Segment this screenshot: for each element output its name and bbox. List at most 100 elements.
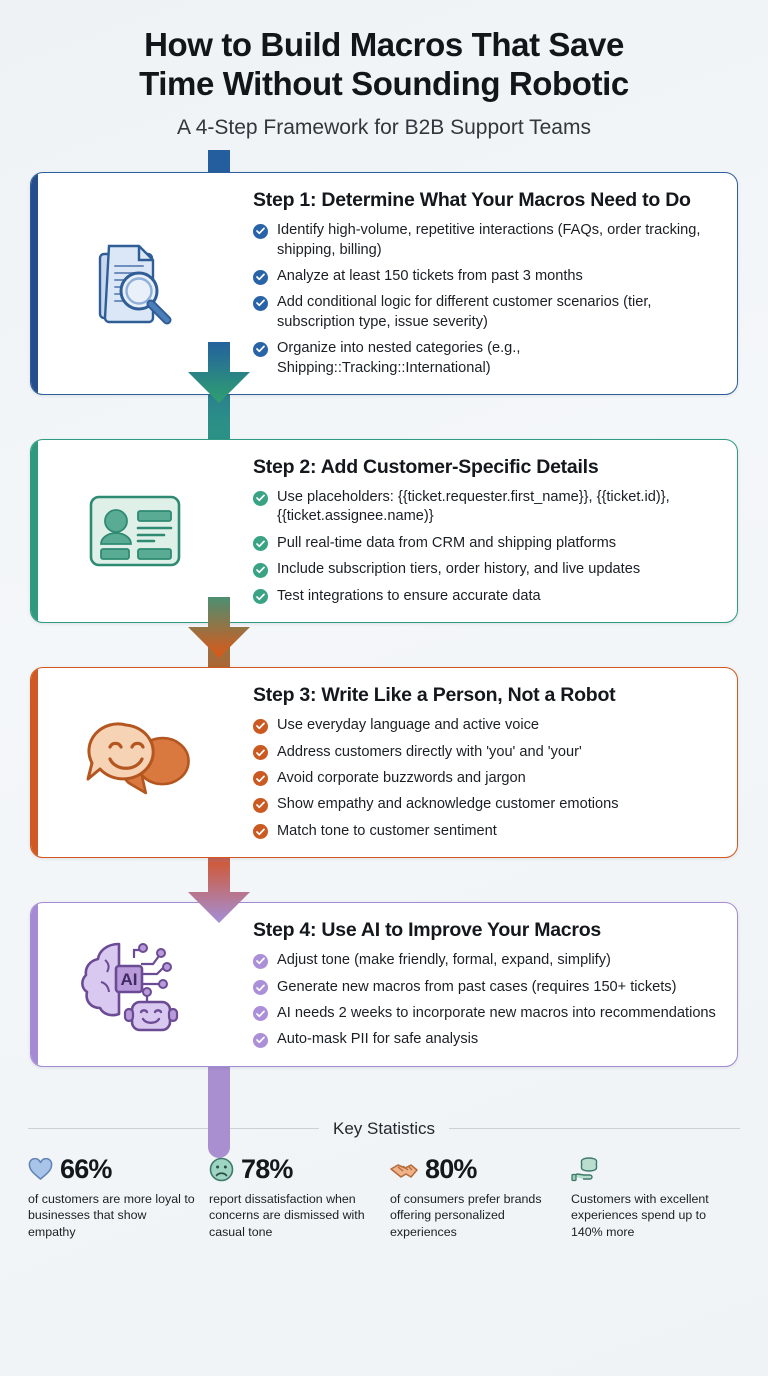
stat-value-row: 78%: [209, 1153, 378, 1187]
check-icon: [253, 269, 268, 285]
check-icon: [253, 490, 268, 506]
stat-item-spending: Customers with excellent experiences spe…: [571, 1153, 740, 1241]
divider-right: [449, 1128, 741, 1130]
check-icon: [253, 953, 268, 969]
step-card-1-body: Step 1: Determine What Your Macros Need …: [231, 173, 737, 394]
bullet-text: Add conditional logic for different cust…: [277, 294, 652, 330]
check-icon: [253, 745, 268, 760]
step-4-title: Step 4: Use AI to Improve Your Macros: [253, 919, 601, 942]
list-item: Avoid corporate buzzwords and jargon: [253, 769, 717, 788]
bullet-text: AI needs 2 weeks to incorporate new macr…: [277, 1004, 716, 1021]
bullet-text: Generate new macros from past cases (req…: [277, 978, 677, 995]
step-2-title: Step 2: Add Customer-Specific Details: [253, 456, 599, 479]
step-card-2[interactable]: Step 2: Add Customer-Specific Details Us…: [30, 439, 738, 624]
list-item: Analyze at least 150 tickets from past 3…: [253, 267, 717, 286]
list-item: Auto-mask PII for safe analysis: [253, 1030, 717, 1049]
list-item: Use placeholders: {{ticket.requester.fir…: [253, 488, 717, 527]
bullet-text: Organize into nested categories (e.g., S…: [277, 340, 521, 376]
page-subtitle: A 4-Step Framework for B2B Support Teams: [177, 116, 591, 140]
statistics-list: 66% of customers are more loyal to busin…: [28, 1139, 740, 1241]
list-item: Show empathy and acknowledge customer em…: [253, 795, 717, 814]
connector-arrow-2-to-3: [182, 597, 256, 659]
stat-value: 80%: [425, 1154, 477, 1185]
stat-value-row: 80%: [390, 1153, 559, 1187]
id-card-icon: [31, 440, 231, 622]
page-title: How to Build Macros That Save Time Witho…: [30, 26, 738, 103]
list-item: Add conditional logic for different cust…: [253, 293, 717, 332]
check-icon: [253, 824, 268, 840]
list-item: Generate new macros from past cases (req…: [253, 978, 717, 997]
check-icon: [253, 562, 268, 578]
connector-arrow-1-to-2: [182, 342, 256, 404]
stat-item-personalization: 80% of consumers prefer brands offering …: [390, 1153, 559, 1241]
title-line-2: Time Without Sounding Robotic: [139, 64, 629, 102]
chat-bubbles-smile-icon: [31, 668, 231, 857]
bullet-text: Match tone to customer sentiment: [277, 822, 497, 839]
bullet-text: Analyze at least 150 tickets from past 3…: [277, 268, 583, 285]
stat-description: of customers are more loyal to businesse…: [28, 1191, 195, 1240]
step-card-4-body: Step 4: Use AI to Improve Your Macros Ad…: [231, 903, 737, 1066]
check-icon: [253, 1032, 268, 1048]
step-card-3-body: Step 3: Write Like a Person, Not a Robot…: [231, 668, 737, 857]
steps-container: Step 1: Determine What Your Macros Need …: [0, 150, 768, 1159]
list-item: Include subscription tiers, order histor…: [253, 560, 717, 579]
stat-value: 78%: [241, 1154, 293, 1185]
handshake-icon: [390, 1164, 418, 1178]
list-item: Match tone to customer sentiment: [253, 822, 717, 841]
stat-value: 66%: [60, 1154, 112, 1185]
step-3-bullet-list: Use everyday language and active voice A…: [253, 716, 717, 841]
step-2-bullet-list: Use placeholders: {{ticket.requester.fir…: [253, 488, 717, 606]
stat-item-empathy: 66% of customers are more loyal to busin…: [28, 1153, 197, 1241]
list-item: Identify high-volume, repetitive interac…: [253, 221, 717, 260]
bullet-text: Adjust tone (make friendly, formal, expa…: [277, 952, 611, 969]
list-item: Organize into nested categories (e.g., S…: [253, 339, 717, 378]
bullet-text: Show empathy and acknowledge customer em…: [277, 796, 619, 813]
heart-icon: [28, 1158, 53, 1181]
bullet-text: Test integrations to ensure accurate dat…: [277, 587, 541, 604]
bullet-text: Address customers directly with 'you' an…: [277, 743, 582, 760]
check-icon: [253, 295, 268, 311]
key-statistics-section: Key Statistics 66% of customers are more…: [0, 1111, 768, 1241]
stat-description: Customers with excellent experiences spe…: [571, 1191, 709, 1240]
bullet-text: Use everyday language and active voice: [277, 717, 540, 734]
check-icon: [253, 718, 268, 734]
check-icon: [253, 980, 268, 996]
bullet-text: Avoid corporate buzzwords and jargon: [277, 769, 526, 786]
step-1-title: Step 1: Determine What Your Macros Need …: [253, 189, 691, 212]
bullet-text: Include subscription tiers, order histor…: [277, 561, 641, 578]
step-1-bullet-list: Identify high-volume, repetitive interac…: [253, 221, 717, 378]
statistics-heading-row: Key Statistics: [28, 1118, 741, 1139]
step-card-2-body: Step 2: Add Customer-Specific Details Us…: [231, 440, 737, 622]
bullet-text: Identify high-volume, repetitive interac…: [277, 222, 701, 258]
step-card-3[interactable]: Step 3: Write Like a Person, Not a Robot…: [30, 667, 738, 859]
connector-arrow-3-to-4: [182, 862, 256, 924]
bullet-text: Use placeholders: {{ticket.requester.fir…: [277, 489, 670, 525]
step-4-bullet-list: Adjust tone (make friendly, formal, expa…: [253, 951, 717, 1050]
list-item: Use everyday language and active voice: [253, 716, 717, 735]
title-line-1: How to Build Macros That Save: [144, 26, 624, 63]
sad-face-icon: [209, 1157, 234, 1182]
list-item: Adjust tone (make friendly, formal, expa…: [253, 951, 717, 970]
bullet-text: Auto-mask PII for safe analysis: [277, 1031, 479, 1048]
divider-left: [28, 1128, 319, 1130]
check-icon: [253, 1006, 268, 1022]
stat-item-dissatisfaction: 78% report dissatisfaction when concerns…: [209, 1153, 378, 1241]
list-item: Pull real-time data from CRM and shippin…: [253, 534, 717, 553]
list-item: Test integrations to ensure accurate dat…: [253, 587, 717, 606]
stat-value-row: 66%: [28, 1153, 197, 1187]
statistics-heading: Key Statistics: [332, 1118, 436, 1138]
check-icon: [253, 223, 268, 239]
ai-brain-robot-icon: AI: [31, 903, 231, 1066]
step-card-4[interactable]: AI Step 4: Use AI to Improve Your Macros…: [30, 902, 738, 1067]
check-icon: [253, 536, 268, 552]
check-icon: [253, 797, 268, 813]
stat-value-row: [571, 1153, 740, 1187]
page-header: How to Build Macros That Save Time Witho…: [0, 0, 768, 150]
step-card-1[interactable]: Step 1: Determine What Your Macros Need …: [30, 172, 738, 396]
list-item: AI needs 2 weeks to incorporate new macr…: [253, 1004, 717, 1023]
svg-text:AI: AI: [120, 970, 137, 989]
list-item: Address customers directly with 'you' an…: [253, 743, 717, 762]
bullet-text: Pull real-time data from CRM and shippin…: [277, 534, 617, 551]
step-3-title: Step 3: Write Like a Person, Not a Robot: [253, 684, 616, 707]
check-icon: [253, 341, 268, 357]
